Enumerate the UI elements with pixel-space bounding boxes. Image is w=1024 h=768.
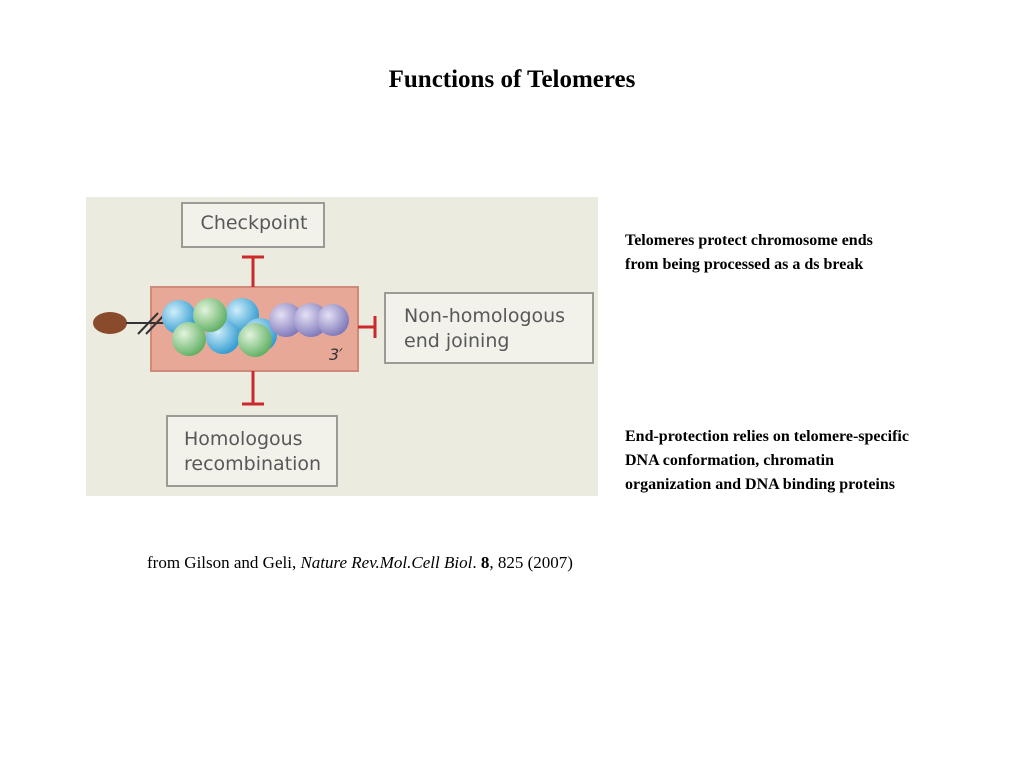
checkpoint-label: Checkpoint bbox=[200, 212, 308, 234]
nhej-label: Non-homologous end joining bbox=[404, 304, 604, 354]
inhibition-hr bbox=[242, 371, 264, 406]
note-protection: Telomeres protect chromosome ends from b… bbox=[625, 229, 1005, 277]
citation-rest: , 825 (2007) bbox=[489, 553, 573, 572]
note-1-line2: from being processed as a ds break bbox=[625, 256, 864, 273]
chromosome-cap bbox=[93, 312, 127, 334]
hr-label-line1: Homologous bbox=[184, 428, 303, 450]
citation-prefix: from Gilson and Geli, bbox=[147, 553, 301, 572]
note-1-line1: Telomeres protect chromosome ends bbox=[625, 232, 873, 249]
green-protein bbox=[193, 298, 227, 332]
citation-dot: . bbox=[472, 553, 481, 572]
nhej-label-line1: Non-homologous bbox=[404, 305, 566, 327]
purple-protein bbox=[269, 303, 303, 337]
purple-protein bbox=[317, 304, 349, 336]
citation-volume: 8 bbox=[480, 553, 490, 572]
note-2-line1: End-protection relies on telomere-specif… bbox=[625, 428, 909, 445]
hr-label: Homologous recombination bbox=[184, 427, 354, 477]
green-protein bbox=[172, 322, 206, 356]
page-title: Functions of Telomeres bbox=[388, 66, 636, 93]
inhibition-nhej bbox=[358, 316, 377, 338]
citation-journal: Nature Rev.Mol.Cell Biol bbox=[300, 553, 473, 572]
hr-label-line2: recombination bbox=[184, 453, 322, 475]
green-protein bbox=[238, 323, 272, 357]
inhibition-checkpoint bbox=[242, 255, 264, 287]
checkpoint-box bbox=[181, 202, 325, 248]
protein-cluster bbox=[162, 298, 349, 357]
nhej-label-line2: end joining bbox=[404, 330, 510, 352]
note-mechanism: End-protection relies on telomere-specif… bbox=[625, 425, 1015, 497]
hr-box bbox=[166, 415, 338, 487]
diagram-graphics bbox=[93, 202, 594, 487]
telomere-diagram: Checkpoint Non-homologous end joining Ho… bbox=[86, 197, 598, 496]
note-2-line2: DNA conformation, chromatin bbox=[625, 452, 835, 469]
note-2-line3: organization and DNA binding proteins bbox=[625, 476, 895, 493]
nhej-box bbox=[384, 292, 594, 364]
citation: from Gilson and Geli, Nature Rev.Mol.Cel… bbox=[147, 553, 573, 573]
three-prime-label: 3′ bbox=[329, 345, 343, 364]
